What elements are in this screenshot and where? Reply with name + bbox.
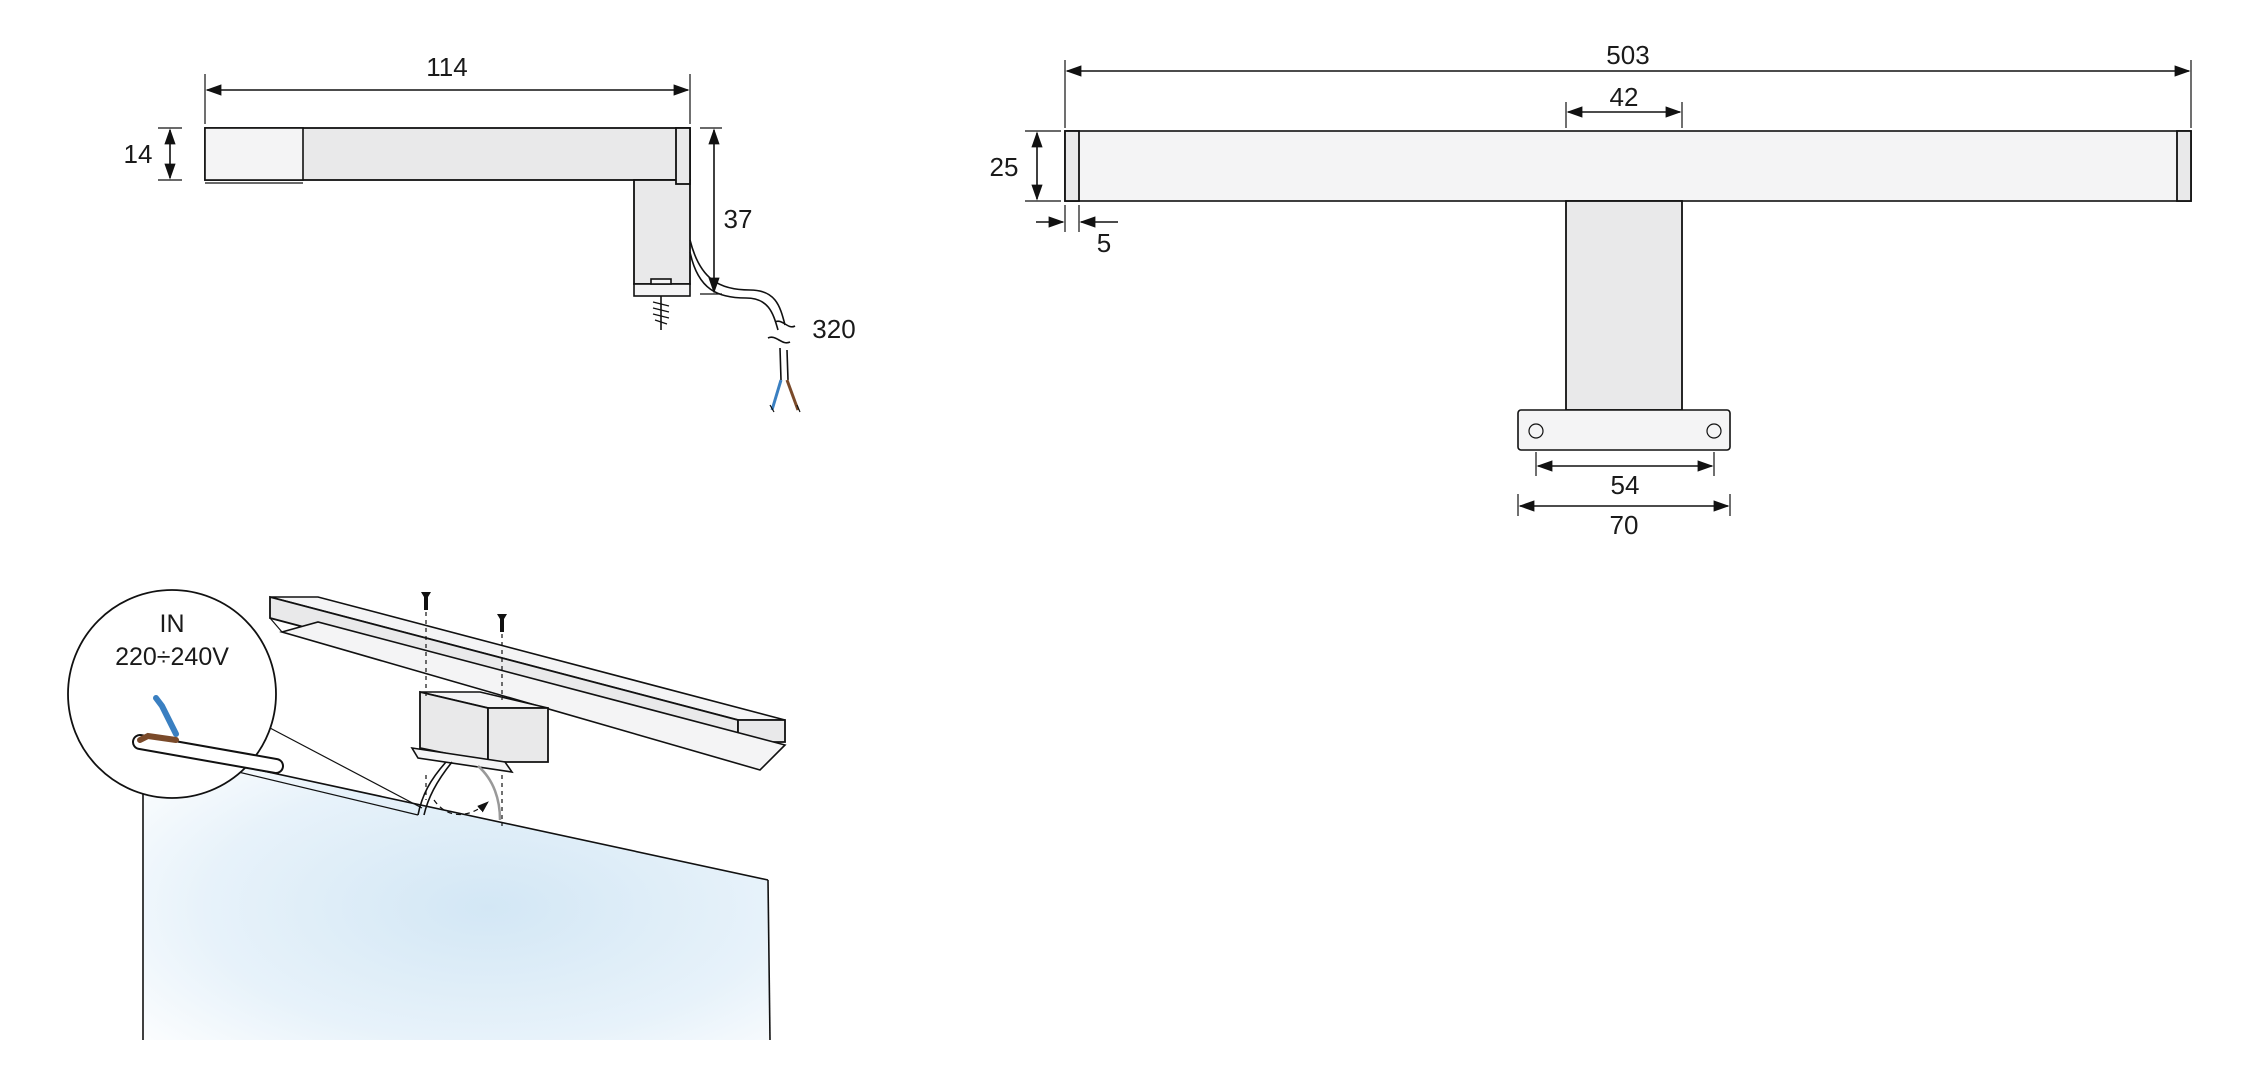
- dim-54: 54: [1611, 470, 1640, 500]
- iso-diffuser: [279, 621, 787, 771]
- front-base-plate: [1517, 409, 1731, 451]
- side-arm: [633, 179, 691, 285]
- input-label: IN: [160, 610, 185, 638]
- front-end-cap-right: [2176, 130, 2192, 202]
- iso-base-plate: [410, 746, 514, 774]
- cable-icon: [689, 239, 801, 413]
- front-end-cap-left: [1064, 130, 1080, 202]
- screw-icon: [652, 296, 670, 330]
- dim-5: 5: [1097, 228, 1111, 258]
- wire-icon: [132, 695, 284, 774]
- dim-320: 320: [812, 314, 855, 344]
- side-view: 114 14 37 320: [124, 52, 856, 413]
- side-bar-cap: [204, 127, 304, 181]
- mirror: [143, 745, 770, 1040]
- install-view: IN 220÷240V: [67, 589, 787, 1041]
- iso-cable: [417, 761, 447, 816]
- front-view: 503 42 25 5 54 70: [990, 40, 2192, 540]
- screw-icon: [421, 592, 431, 700]
- mount-hole-right: [1706, 423, 1722, 439]
- dim-70: 70: [1610, 510, 1639, 540]
- dim-503: 503: [1606, 40, 1649, 70]
- dim-14: 14: [124, 139, 153, 169]
- voltage-label: 220÷240V: [115, 643, 229, 671]
- dim-42: 42: [1610, 82, 1639, 112]
- dim-114: 114: [426, 52, 467, 82]
- rotation-arrow-icon: [433, 799, 489, 815]
- mount-hole-left: [1528, 423, 1544, 439]
- front-arm: [1565, 200, 1683, 411]
- callout-circle: [67, 589, 277, 799]
- dim-25: 25: [990, 152, 1019, 182]
- front-bar: [1064, 130, 2192, 202]
- side-base-plate: [633, 283, 691, 297]
- screw-icon: [497, 614, 507, 826]
- iso-cable-alt: [477, 765, 502, 821]
- dim-37: 37: [724, 204, 753, 234]
